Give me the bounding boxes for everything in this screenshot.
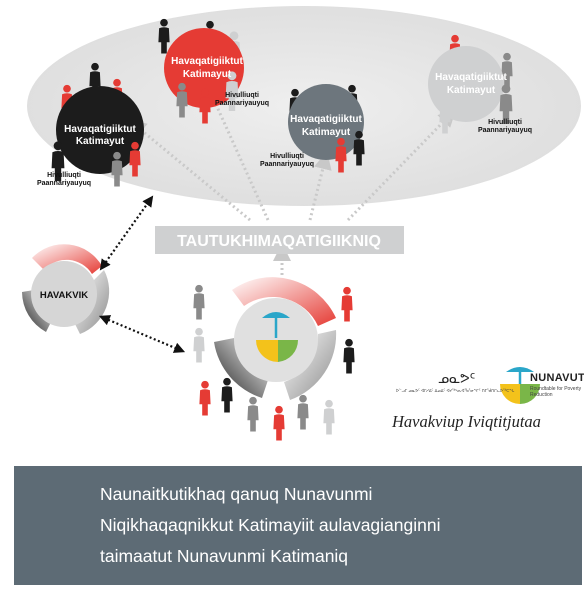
caption-banner: Naunaitkutikhaq qanuq Nunavunmi Niqikhaq…	[14, 466, 582, 585]
center-label-box	[155, 226, 404, 254]
group-2-sub-1: Hivulliuqti	[225, 92, 259, 99]
group-4-sub-2: Paannariyauyuq	[478, 127, 532, 134]
group-4: Havaqatigiiktut Katimayut Hivulliuqti Pa…	[428, 34, 532, 134]
havakvik-node: HAVAKVIK	[22, 244, 110, 334]
group-4-title-1: Havaqatigiiktut	[435, 72, 507, 83]
person-icon	[297, 394, 309, 430]
group-3-circle	[288, 84, 364, 160]
group-1-title-2: Katimayut	[76, 136, 125, 147]
group-4-sub-1: Hivulliuqti	[488, 119, 522, 126]
person-icon	[221, 377, 233, 413]
group-4-title-2: Katimayut	[447, 85, 496, 96]
caption-line-2: Niqikhaqaqnikkut Katimayiit aulavagiangi…	[100, 515, 441, 535]
havakvik-label: HAVAKVIK	[40, 290, 88, 301]
logo-small-text: ᐅᓪᓗᒥ ᓄᓇᕗᑦ ᐊᒥᓱᐃᑦ ᐃᓄᐃᑦ ᐊᔪᖅᓴᕆᐊᖃᕐᓂᖏᑦ ᑎᒥᖁᑎᒋᓚᐅ…	[396, 388, 515, 393]
group-2-title-1: Havaqatigiiktut	[171, 56, 243, 67]
person-icon	[193, 327, 205, 363]
person-icon	[273, 405, 285, 441]
person-icon	[199, 380, 211, 416]
caption-line-3: taimaatut Nunavunmi Katimaniq	[100, 546, 349, 566]
logo-mark	[500, 367, 540, 404]
person-icon	[323, 399, 335, 435]
connector-lines	[128, 71, 457, 275]
group-3-title-1: Havaqatigiiktut	[290, 114, 362, 125]
group-1-sub-1: Hivulliuqti	[47, 172, 81, 179]
group-1-sub-2: Paannariyauyuq	[37, 180, 91, 187]
caption-line-1: Naunaitkutikhaq qanuq Nunavunmi	[100, 484, 373, 504]
person-icon	[343, 338, 355, 374]
center-label: TAUTUKHIMAQATIGIIKNIQ	[177, 233, 381, 250]
person-icon	[341, 286, 353, 322]
havakvik-arrows	[98, 195, 186, 353]
group-3-title-2: Katimayut	[302, 127, 351, 138]
group-3-sub-2: Paannariyauyuq	[260, 161, 314, 168]
group-3: Havaqatigiiktut Katimayut Hivulliuqti Pa…	[260, 84, 365, 173]
logo-subtitle: Roundtable for Poverty Reduction	[530, 386, 582, 398]
logo-syllabics: ᓄᓇᕗᑦ	[438, 372, 476, 387]
group-1-title-1: Havaqatigiiktut	[64, 124, 136, 135]
group-4-circle	[428, 46, 504, 122]
logo-title: Havakviup Iviqtitjutaa	[392, 412, 541, 431]
group-2-sub-2: Paannariyauyuq	[215, 100, 269, 107]
roundtable-node	[193, 277, 355, 441]
group-1: Havaqatigiiktut Katimayut Hivulliuqti Pa…	[37, 62, 144, 187]
group-2-title-2: Katimayut	[183, 69, 232, 80]
group-2: Havaqatigiiktut Katimayut Hivulliuqti Pa…	[158, 18, 269, 124]
group-1-circle	[56, 86, 144, 174]
logo-name: NUNAVUT	[530, 372, 584, 384]
person-icon	[247, 396, 259, 432]
group-3-sub-1: Hivulliuqti	[270, 153, 304, 160]
person-icon	[193, 284, 205, 320]
logo: ᓄᓇᕗᑦ NUNAVUT Roundtable for Poverty Redu…	[392, 366, 584, 436]
